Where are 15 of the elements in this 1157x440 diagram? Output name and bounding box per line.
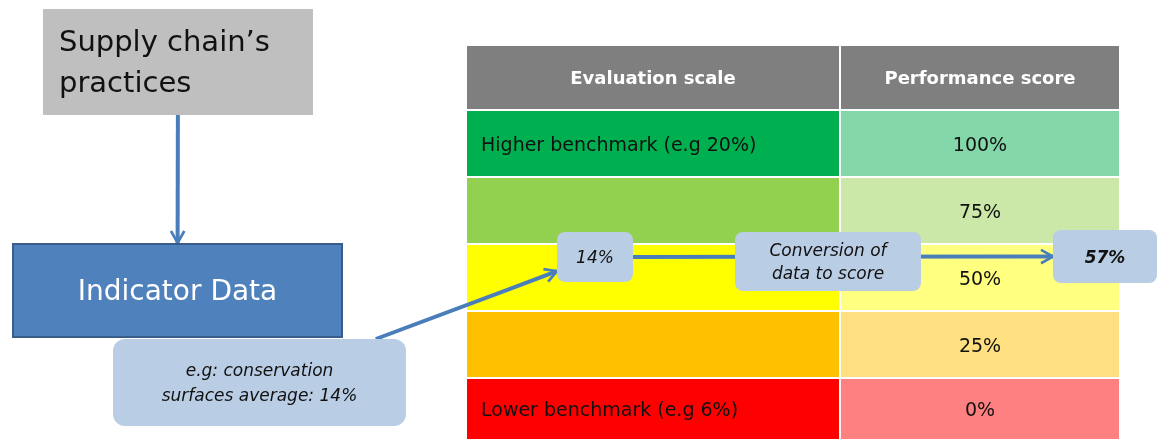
arrow: [169, 115, 186, 245]
table-cell: Lower benchmark (e.g 6%): [466, 378, 840, 440]
table-cell: 25%: [840, 311, 1120, 378]
table-cell: 0%: [840, 378, 1120, 440]
table-cell: Higher benchmark (e.g 20%): [466, 110, 840, 177]
edge-label: Conversion of data to score: [735, 232, 921, 291]
table-cell: 100%: [840, 110, 1120, 177]
callout-box: e.g: conservation surfaces average: 14%: [113, 339, 406, 426]
value-box: 57%: [1053, 230, 1157, 283]
header-cell: Performance score: [840, 45, 1120, 110]
header-cell: Evaluation scale: [466, 45, 840, 110]
process-box: Supply chain’s practices: [43, 9, 313, 115]
value-box: 14%: [557, 232, 633, 282]
arrow: [375, 267, 559, 341]
process-box: Indicator Data: [12, 243, 343, 338]
